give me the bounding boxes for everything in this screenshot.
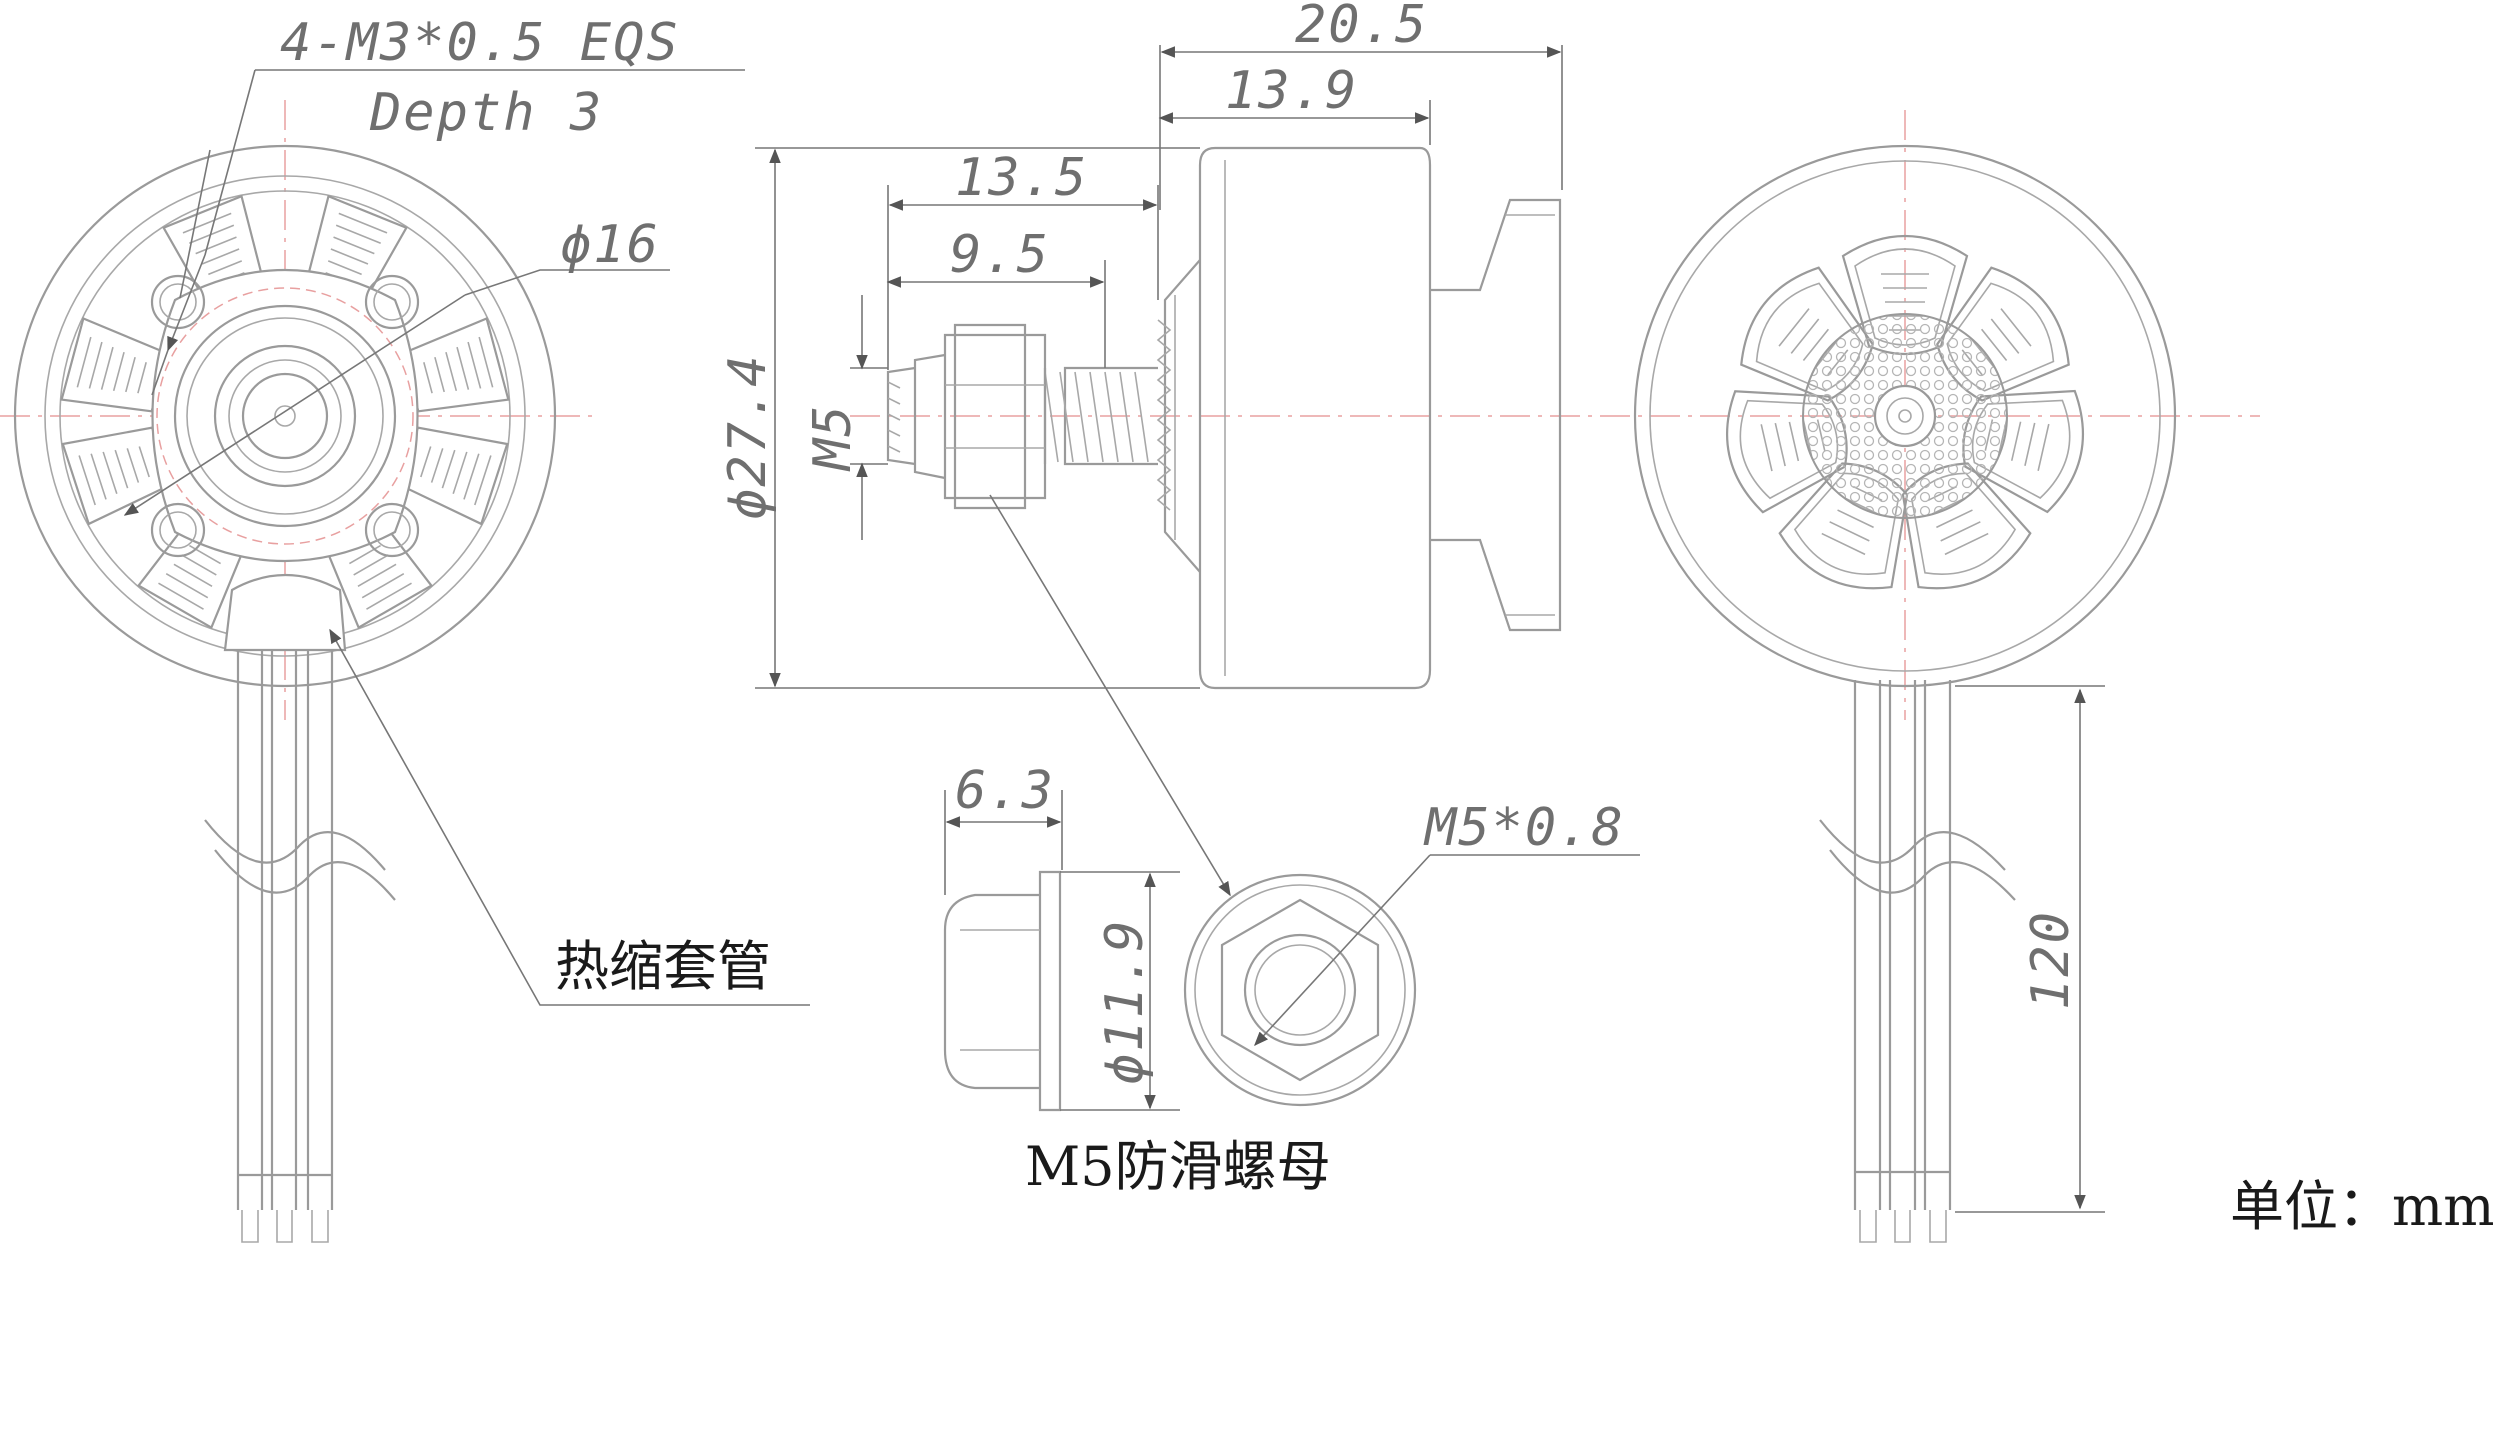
thread-length-label: 9.5 bbox=[950, 225, 1050, 285]
thread-spec-label: 4-M3*0.5 EQS bbox=[280, 13, 680, 73]
side-view bbox=[755, 45, 1600, 897]
lock-nut-views bbox=[943, 790, 1640, 1112]
shaft-out-label: 13.5 bbox=[955, 148, 1088, 208]
depth-label: Depth 3 bbox=[369, 83, 603, 143]
total-length-label: 20.5 bbox=[1295, 0, 1428, 55]
front-view bbox=[0, 69, 810, 1243]
shaft-dia-label: ϕ16 bbox=[560, 215, 660, 275]
lock-nut-label: M5防滑螺母 bbox=[1025, 1135, 1331, 1198]
front-view-leads bbox=[204, 650, 396, 1243]
rear-view-leads bbox=[1819, 680, 2016, 1243]
nut-thread-label: M5*0.8 bbox=[1423, 798, 1625, 858]
nut-height-label: 6.3 bbox=[955, 761, 1055, 821]
mount-holes bbox=[150, 274, 420, 558]
lead-length-label: 120 bbox=[2021, 910, 2081, 1010]
heat-shrink-label: 热缩套管 bbox=[555, 935, 771, 998]
dimension-labels: 4-M3*0.5 EQS Depth 3 ϕ16 20.5 13.9 13.5 … bbox=[280, 0, 2081, 1085]
unit-label: 单位：mm bbox=[2230, 1175, 2494, 1238]
bell-length-label: 13.9 bbox=[1225, 61, 1358, 121]
thread-size-label: M5 bbox=[803, 403, 863, 472]
annotation-labels: 热缩套管 M5防滑螺母 单位：mm bbox=[555, 935, 2494, 1238]
nut-dia-label: ϕ11.9 bbox=[1095, 918, 1155, 1085]
rear-view bbox=[1600, 110, 2260, 1243]
body-dia-label: ϕ27.4 bbox=[718, 353, 778, 520]
